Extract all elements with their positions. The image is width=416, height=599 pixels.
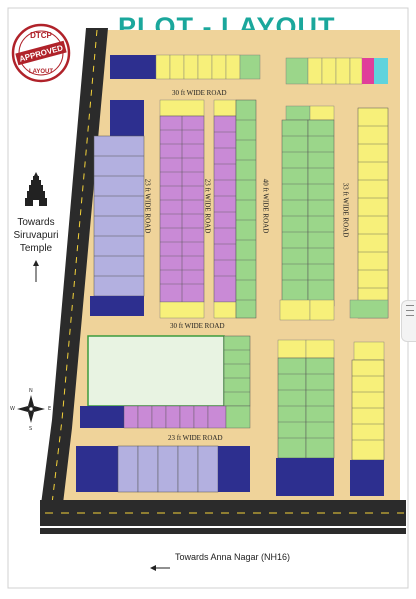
temple-direction-text: Towards Siruvapuri Temple <box>6 216 66 255</box>
up-arrow-icon <box>33 260 39 282</box>
temple-direction-line-3: Temple <box>19 243 53 254</box>
road-label-left-vertical: 23 ft WIDE ROAD <box>143 178 152 234</box>
top-row-plots <box>110 54 388 85</box>
stamp-bottom-text: LAYOUT <box>29 69 53 75</box>
left-arrow-icon <box>150 565 170 571</box>
road-label-lower: 23 ft WIDE ROAD <box>168 434 223 442</box>
lower-green-block <box>276 339 335 496</box>
compass-west-label: W <box>10 406 15 412</box>
lower-right-block <box>350 341 385 496</box>
center-green-block <box>279 105 335 321</box>
temple-direction-line-2: Siruvapuri <box>13 230 59 241</box>
purple-block-b <box>213 99 257 319</box>
road-label-center-vertical: 40 ft WIDE ROAD <box>261 178 270 234</box>
dtcp-approved-stamp: DTCP APPROVED LAYOUT <box>11 23 71 83</box>
map-frame <box>7 7 409 589</box>
compass-east-label: E <box>48 406 52 412</box>
compass-south-label: S <box>29 426 33 432</box>
left-lavender-block <box>90 100 145 316</box>
right-yellow-block <box>349 107 389 319</box>
stamp-top-text: DTCP <box>30 31 52 40</box>
compass-north-label: N <box>29 388 33 394</box>
temple-icon <box>25 172 47 206</box>
bottom-lavender-block <box>76 445 250 493</box>
open-space-park <box>87 335 251 407</box>
anna-nagar-direction-text: Towards Anna Nagar (NH16) <box>175 552 291 562</box>
road-label-right-vertical: 33 ft WIDE ROAD <box>341 182 350 238</box>
side-drawer-handle[interactable] <box>401 300 416 342</box>
left-highway <box>40 28 108 512</box>
under-park-plots <box>80 405 251 429</box>
road-label-middle-vertical: 23 ft WIDE ROAD <box>203 178 212 234</box>
compass-rose-icon <box>17 395 45 423</box>
bottom-road-strip <box>40 528 406 534</box>
road-label-middle: 30 ft WIDE ROAD <box>170 322 225 330</box>
purple-block-a <box>159 99 205 319</box>
temple-direction-line-1: Towards <box>17 217 55 228</box>
road-label-top: 30 ft WIDE ROAD <box>172 89 227 97</box>
